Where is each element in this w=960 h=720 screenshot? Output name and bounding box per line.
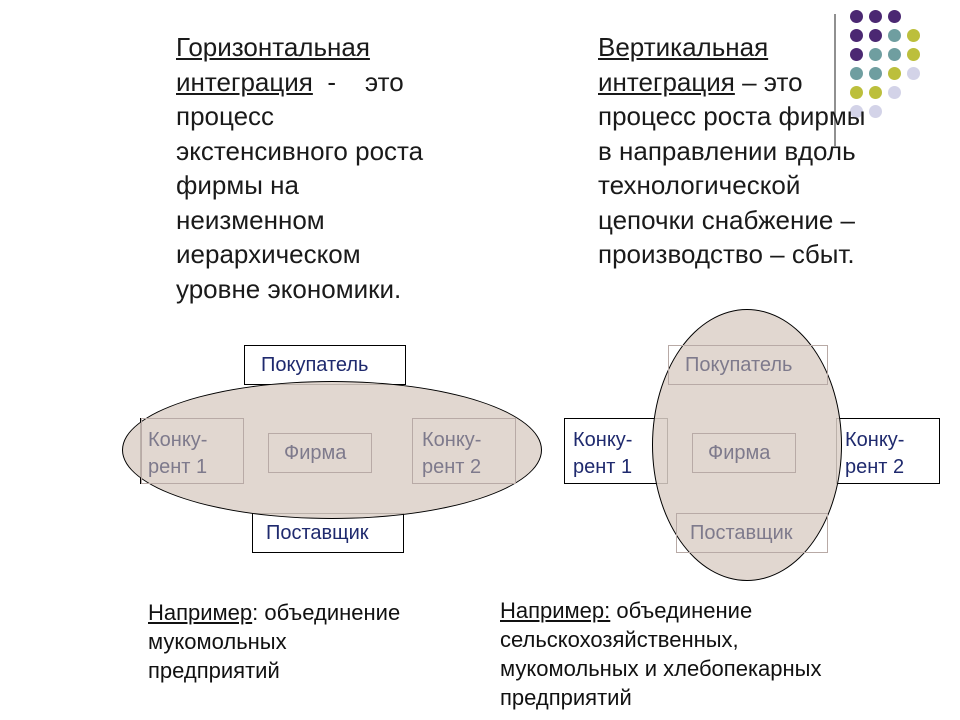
definition-line: иерархическом bbox=[176, 239, 361, 269]
definition-line: экстенсивного роста bbox=[176, 135, 424, 166]
buyer-label: Покупатель bbox=[685, 354, 793, 376]
decorative-dot bbox=[850, 67, 863, 80]
decorative-dot bbox=[869, 29, 882, 42]
example-line: мукомольных и хлебопекарных bbox=[500, 656, 822, 681]
vertical-integration-ellipse bbox=[652, 309, 842, 581]
decorative-dot bbox=[850, 105, 863, 118]
competitor1-box bbox=[141, 418, 244, 484]
term-integration: интеграция bbox=[176, 66, 313, 97]
word-eto: это bbox=[364, 66, 404, 97]
buyer-box bbox=[668, 345, 828, 385]
supplier-label: Поставщик bbox=[690, 522, 793, 544]
term-vertical: Вертикальная bbox=[598, 32, 769, 62]
example-line: сельскохозяйственных, bbox=[500, 627, 739, 652]
horizontal-integration-definition: Горизонтальная интеграция - это процесс … bbox=[176, 30, 423, 306]
decorative-dot bbox=[850, 29, 863, 42]
decorative-dot bbox=[888, 48, 901, 61]
definition-line: уровне экономики. bbox=[176, 273, 402, 304]
competitor1-label-line2: рент 1 bbox=[148, 456, 208, 478]
definition-line: цепочки снабжение – bbox=[598, 204, 855, 235]
definition-line: фирмы на bbox=[176, 170, 299, 200]
decorative-dot bbox=[907, 29, 920, 42]
decorative-dot bbox=[888, 29, 901, 42]
competitor2-label-line1: Конку- bbox=[845, 429, 905, 451]
supplier-box bbox=[676, 513, 828, 553]
firm-label: Фирма bbox=[708, 442, 771, 464]
example-line: мукомольных bbox=[148, 629, 287, 654]
definition-line: процесс bbox=[176, 101, 275, 131]
definition-line: технологической bbox=[598, 170, 801, 200]
decorative-dot bbox=[907, 48, 920, 61]
decorative-dot bbox=[869, 67, 882, 80]
competitor2-box bbox=[412, 418, 516, 484]
definition-line: неизменном bbox=[176, 204, 325, 235]
decorative-dot bbox=[869, 86, 882, 99]
decorative-dot bbox=[869, 48, 882, 61]
example-line: предприятий bbox=[500, 685, 632, 710]
decorative-dot-grid bbox=[840, 10, 950, 130]
dash: - bbox=[327, 66, 336, 97]
vertical-example-note: Например: объединение сельскохозяйственн… bbox=[500, 596, 821, 712]
competitor2-box bbox=[836, 418, 940, 484]
definition-line: в направлении вдоль bbox=[598, 135, 856, 166]
decorative-dot bbox=[850, 10, 863, 23]
decorative-dot bbox=[869, 105, 882, 118]
buyer-label: Покупатель bbox=[261, 354, 369, 376]
firm-label: Фирма bbox=[284, 442, 347, 464]
decorative-vertical-line bbox=[834, 14, 836, 146]
firm-box bbox=[268, 433, 372, 473]
decorative-dot bbox=[850, 48, 863, 61]
example-label: Например: bbox=[500, 598, 611, 623]
horizontal-example-note: Например: объединение мукомольных предпр… bbox=[148, 598, 400, 685]
decorative-dot bbox=[888, 67, 901, 80]
decorative-dot bbox=[907, 67, 920, 80]
competitor1-label-line2: рент 1 bbox=[573, 456, 633, 478]
supplier-label: Поставщик bbox=[266, 522, 369, 544]
vertical-integration-definition: Вертикальная интеграция – это процесс ро… bbox=[598, 30, 865, 272]
competitor2-label-line2: рент 2 bbox=[422, 456, 482, 478]
horizontal-integration-ellipse bbox=[122, 381, 542, 519]
competitor2-label-line2: рент 2 bbox=[845, 456, 905, 478]
example-text: объединение bbox=[610, 598, 753, 623]
word-eto: – это bbox=[742, 66, 803, 97]
decorative-dot bbox=[888, 10, 901, 23]
definition-line: производство – сбыт. bbox=[598, 239, 855, 269]
example-label: Например bbox=[148, 600, 253, 625]
competitor1-label-line1: Конку- bbox=[148, 429, 208, 451]
decorative-dot bbox=[888, 86, 901, 99]
definition-line: процесс роста фирмы bbox=[598, 101, 866, 131]
term-horizontal: Горизонтальная bbox=[176, 32, 370, 62]
decorative-dot bbox=[869, 10, 882, 23]
example-line: предприятий bbox=[148, 658, 280, 683]
example-text: : объединение bbox=[252, 600, 401, 625]
competitor1-label-line1: Конку- bbox=[573, 429, 633, 451]
decorative-dot bbox=[850, 86, 863, 99]
term-integration: интеграция bbox=[598, 66, 735, 97]
firm-box bbox=[692, 433, 796, 473]
competitor1-box bbox=[564, 418, 668, 484]
competitor2-label-line1: Конку- bbox=[422, 429, 482, 451]
